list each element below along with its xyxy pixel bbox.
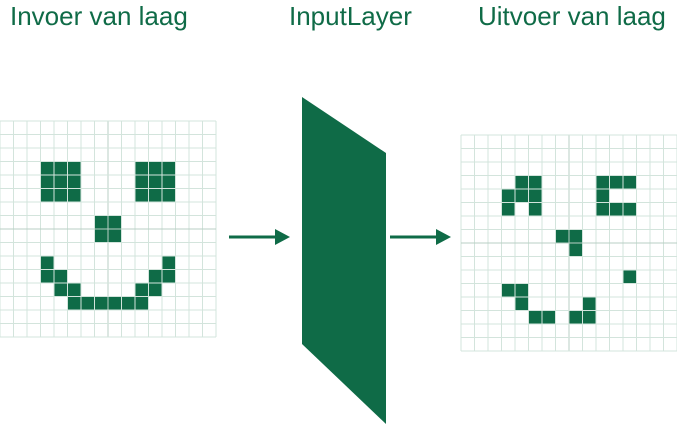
input-filled-pixel — [67, 283, 81, 297]
input-filled-pixel — [94, 229, 108, 243]
input-filled-pixel — [67, 161, 81, 175]
output-filled-pixel — [623, 270, 637, 284]
input-filled-pixel — [135, 283, 149, 297]
arrow-layer-to-output — [390, 229, 451, 245]
arrow-input-to-layer — [229, 229, 290, 245]
input-layer-shape — [302, 97, 386, 424]
input-filled-pixel — [162, 161, 176, 175]
input-filled-pixel — [40, 175, 54, 189]
input-filled-pixel — [135, 296, 149, 310]
input-filled-pixel — [67, 296, 81, 310]
output-filled-pixel — [501, 202, 515, 216]
output-filled-pixel — [555, 229, 569, 243]
input-filled-pixel — [148, 188, 162, 202]
output-filled-pixel — [528, 202, 542, 216]
layer-title: InputLayer — [289, 1, 412, 31]
input-filled-pixel — [162, 256, 176, 270]
input-filled-pixel — [40, 256, 54, 270]
output-filled-pixel — [609, 202, 623, 216]
output-filled-pixel — [596, 175, 610, 189]
output-grid — [460, 134, 677, 352]
input-filled-pixel — [40, 161, 54, 175]
input-filled-pixel — [148, 283, 162, 297]
input-filled-pixel — [148, 161, 162, 175]
input-filled-pixel — [54, 269, 68, 283]
output-filled-pixel — [609, 175, 623, 189]
output-filled-pixel — [569, 243, 583, 257]
input-filled-pixel — [121, 296, 135, 310]
input-filled-pixel — [108, 215, 122, 229]
output-filled-pixel — [501, 283, 515, 297]
output-filled-pixel — [582, 310, 596, 324]
input-filled-pixel — [162, 269, 176, 283]
output-filled-pixel — [569, 229, 583, 243]
input-filled-pixel — [162, 188, 176, 202]
input-filled-pixel — [67, 175, 81, 189]
output-filled-pixel — [623, 175, 637, 189]
input-filled-pixel — [81, 296, 95, 310]
output-filled-pixel — [501, 189, 515, 203]
output-filled-pixel — [515, 297, 529, 311]
output-filled-pixel — [515, 283, 529, 297]
output-filled-pixel — [528, 175, 542, 189]
input-filled-pixel — [108, 296, 122, 310]
input-filled-pixel — [94, 296, 108, 310]
input-filled-pixel — [54, 175, 68, 189]
input-filled-pixel — [54, 283, 68, 297]
input-filled-pixel — [162, 175, 176, 189]
input-filled-pixel — [148, 175, 162, 189]
input-filled-pixel — [54, 161, 68, 175]
output-filled-pixel — [528, 310, 542, 324]
output-filled-pixel — [623, 202, 637, 216]
input-filled-pixel — [54, 188, 68, 202]
input-filled-pixel — [108, 229, 122, 243]
input-filled-pixel — [135, 188, 149, 202]
output-title: Uitvoer van laag — [478, 1, 666, 31]
output-filled-pixel — [596, 202, 610, 216]
input-title: Invoer van laag — [10, 1, 188, 31]
input-filled-pixel — [135, 175, 149, 189]
output-filled-pixel — [515, 175, 529, 189]
output-filled-pixel — [515, 189, 529, 203]
input-grid — [0, 120, 217, 338]
input-filled-pixel — [67, 188, 81, 202]
input-filled-pixel — [40, 269, 54, 283]
output-filled-pixel — [582, 297, 596, 311]
output-filled-pixel — [596, 189, 610, 203]
input-filled-pixel — [148, 269, 162, 283]
input-filled-pixel — [135, 161, 149, 175]
output-filled-pixel — [542, 310, 556, 324]
input-filled-pixel — [40, 188, 54, 202]
output-filled-pixel — [528, 189, 542, 203]
output-filled-pixel — [569, 310, 583, 324]
input-filled-pixel — [94, 215, 108, 229]
